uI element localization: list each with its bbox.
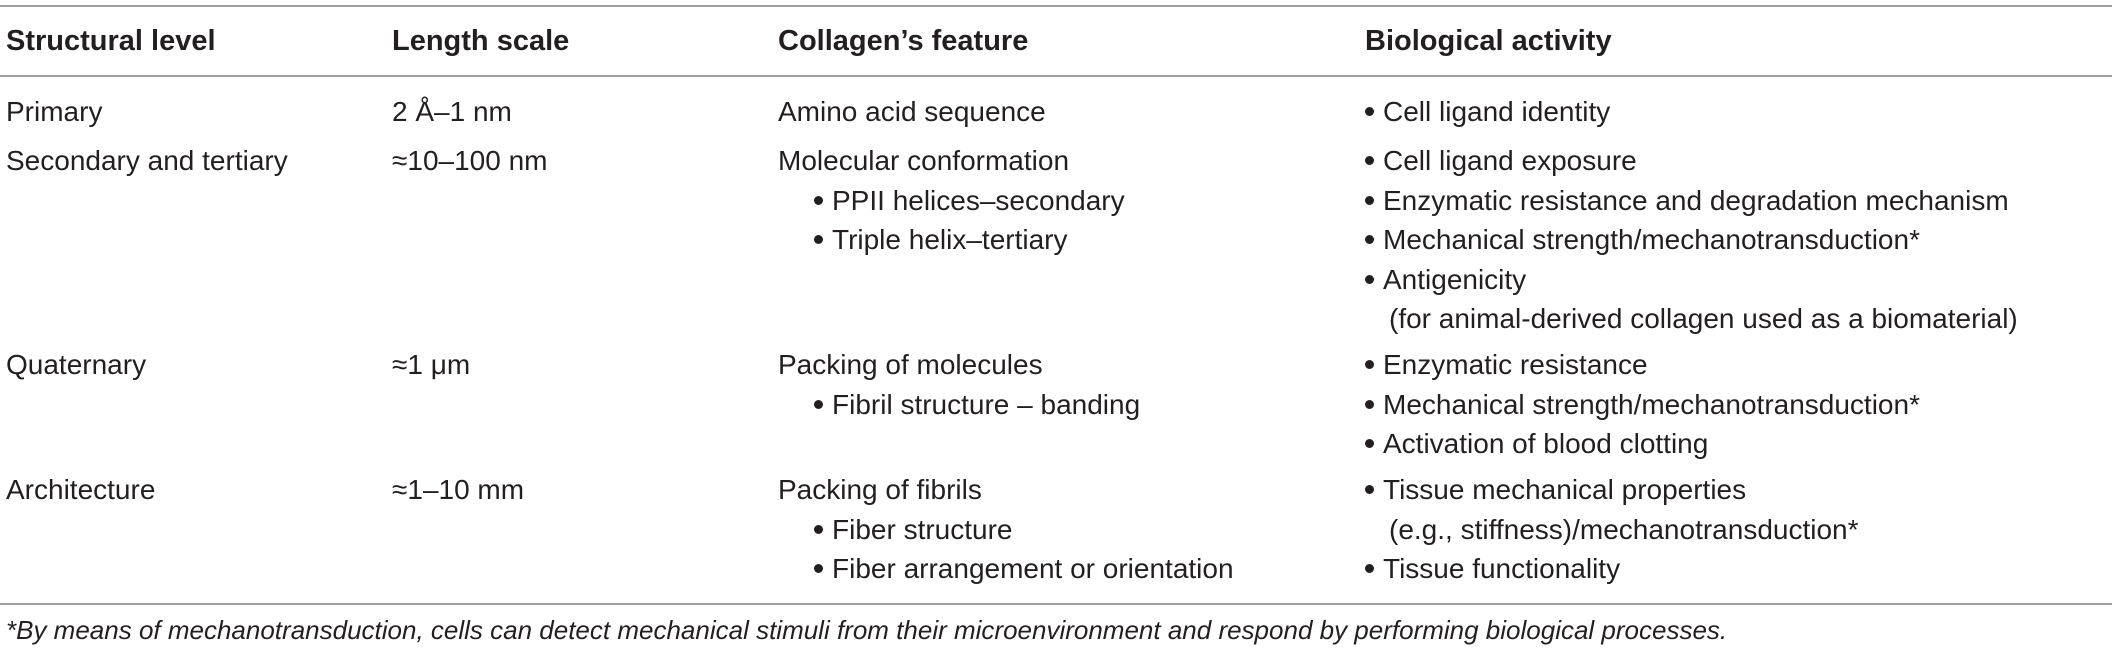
row-quaternary-features: Packing of molecules Fibril structure – … — [778, 345, 1140, 424]
header-biological-activity: Biological activity — [1365, 25, 1612, 57]
table-footnote: *By means of mechanotransduction, cells … — [6, 615, 1728, 645]
feature-title: Packing of molecules — [778, 349, 1043, 380]
activity-item: Mechanical strength/mechanotransduction* — [1365, 385, 1920, 425]
bullet-icon — [1365, 439, 1374, 449]
bullet-icon — [1365, 360, 1374, 370]
bullet-icon — [1365, 195, 1374, 205]
row-primary-feature: Amino acid sequence — [778, 96, 1046, 127]
bullet-icon — [1365, 564, 1374, 574]
table-top-rule — [0, 5, 2112, 7]
activity-item: Enzymatic resistance and degradation mec… — [1365, 181, 2018, 221]
row-quaternary-level: Quaternary — [6, 349, 147, 380]
header-structural-level: Structural level — [6, 25, 216, 57]
activity-item: Tissue functionality — [1365, 549, 1859, 589]
activity-item: Antigenicity — [1365, 260, 2018, 300]
row-primary-scale: 2 Å–1 nm — [392, 96, 512, 127]
activity-item: Cell ligand exposure — [1365, 141, 2018, 181]
row-primary-activities: Cell ligand identity — [1365, 92, 1610, 132]
bullet-icon — [1365, 485, 1374, 495]
bullet-icon — [1365, 107, 1374, 117]
header-collagen-feature: Collagen’s feature — [778, 25, 1029, 57]
row-secondary-features: Molecular conformation PPII helices–seco… — [778, 141, 1125, 260]
feature-item: Fiber arrangement or orientation — [778, 549, 1234, 589]
bullet-icon — [814, 524, 823, 534]
row-secondary-activities: Cell ligand exposure Enzymatic resistanc… — [1365, 141, 2018, 339]
row-architecture-activities: Tissue mechanical properties (e.g., stif… — [1365, 470, 1859, 589]
header-length-scale: Length scale — [392, 25, 570, 57]
feature-item: Fiber structure — [778, 510, 1234, 550]
feature-title: Packing of fibrils — [778, 474, 982, 505]
activity-item: Tissue mechanical properties — [1365, 470, 1859, 510]
activity-item: Cell ligand identity — [1365, 92, 1610, 132]
feature-item: PPII helices–secondary — [778, 181, 1125, 221]
row-architecture-features: Packing of fibrils Fiber structure Fiber… — [778, 470, 1234, 589]
feature-item: Fibril structure – banding — [778, 385, 1140, 425]
bullet-icon — [814, 564, 823, 574]
bullet-icon — [814, 235, 823, 245]
activity-item: Enzymatic resistance — [1365, 345, 1920, 385]
row-architecture-scale: ≈1–10 mm — [392, 474, 525, 505]
row-secondary-scale: ≈10–100 nm — [392, 145, 548, 176]
table-header-rule — [0, 75, 2112, 77]
row-secondary-level: Secondary and tertiary — [6, 145, 288, 176]
row-quaternary-scale: ≈1 μm — [392, 349, 471, 380]
row-quaternary-activities: Enzymatic resistance Mechanical strength… — [1365, 345, 1920, 464]
activity-continuation: (for animal-derived collagen used as a b… — [1389, 303, 2018, 334]
feature-item: Triple helix–tertiary — [778, 220, 1125, 260]
row-primary-level: Primary — [6, 96, 103, 127]
bullet-icon — [1365, 156, 1374, 166]
bullet-icon — [1365, 235, 1374, 245]
feature-title: Molecular conformation — [778, 145, 1070, 176]
activity-item: Mechanical strength/mechanotransduction* — [1365, 220, 2018, 260]
row-architecture-level: Architecture — [6, 474, 156, 505]
bullet-icon — [814, 399, 823, 409]
bullet-icon — [1365, 399, 1374, 409]
bullet-icon — [814, 195, 823, 205]
bullet-icon — [1365, 274, 1374, 284]
activity-continuation: (e.g., stiffness)/mechanotransduction* — [1389, 513, 1859, 545]
table-bottom-rule — [0, 603, 2112, 605]
activity-item: Activation of blood clotting — [1365, 424, 1920, 464]
